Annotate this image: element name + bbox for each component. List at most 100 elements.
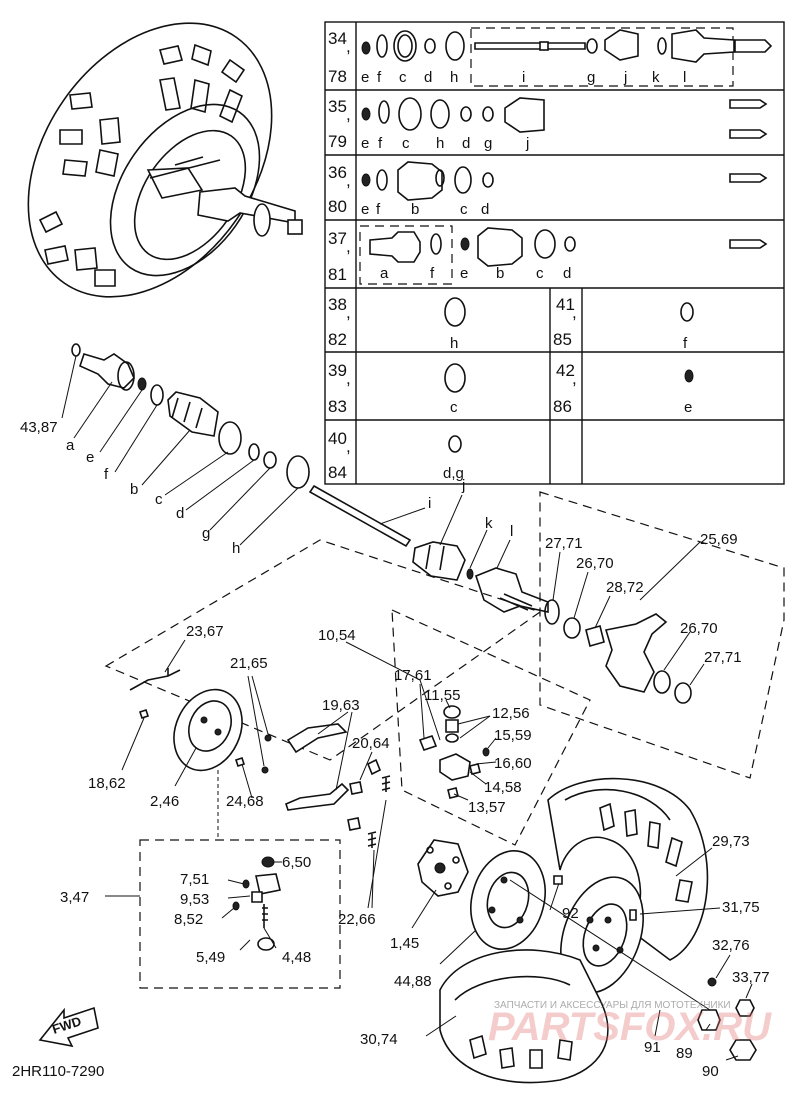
row-85-number: 85 xyxy=(553,330,572,349)
label-e: e xyxy=(86,449,94,466)
svg-text:,: , xyxy=(572,303,577,322)
label-15-59: 15,59 xyxy=(494,727,532,744)
row-79-number: 79 xyxy=(328,132,347,151)
svg-text:d,g: d,g xyxy=(443,465,464,482)
svg-text:i: i xyxy=(522,69,525,86)
svg-text:h: h xyxy=(450,69,458,86)
label-13-57: 13,57 xyxy=(468,799,506,816)
label-22-66: 22,66 xyxy=(338,911,376,928)
svg-text:,: , xyxy=(346,237,351,256)
row-39-number: 39 xyxy=(328,361,347,380)
label-h: h xyxy=(232,540,240,557)
label-11-55: 11,55 xyxy=(424,687,460,704)
row-41-number: 41 xyxy=(556,295,575,314)
row-34-parts: e f c d h i g j k l xyxy=(361,27,773,87)
svg-text:b: b xyxy=(496,265,504,282)
label-90: 90 xyxy=(702,1063,719,1080)
label-29-73: 29,73 xyxy=(712,833,750,850)
svg-text:g: g xyxy=(484,135,492,152)
row-82-number: 82 xyxy=(328,330,347,349)
row-81-number: 81 xyxy=(328,265,347,284)
svg-text:,: , xyxy=(346,369,351,388)
svg-text:,: , xyxy=(346,437,351,456)
svg-text:e: e xyxy=(361,201,369,218)
row-83-number: 83 xyxy=(328,397,347,416)
label-20-64: 20,64 xyxy=(352,735,390,752)
label-i: i xyxy=(428,495,431,512)
svg-text:a: a xyxy=(380,265,389,282)
label-c: c xyxy=(155,491,163,508)
label-25-69: 25,69 xyxy=(700,531,738,548)
svg-text:e: e xyxy=(684,399,692,416)
row-37-number: 37 xyxy=(328,229,347,248)
svg-text:f: f xyxy=(683,335,688,352)
svg-text:h: h xyxy=(450,335,458,352)
diagram-code: 2HR110-7290 xyxy=(12,1063,104,1080)
svg-text:f: f xyxy=(377,69,382,86)
label-l: l xyxy=(510,523,513,540)
svg-text:g: g xyxy=(587,69,595,86)
svg-text:c: c xyxy=(402,135,410,152)
label-43-87: 43,87 xyxy=(20,419,58,436)
label-12-56: 12,56 xyxy=(492,705,530,722)
svg-text:c: c xyxy=(460,201,468,218)
svg-text:b: b xyxy=(411,201,419,218)
label-k: k xyxy=(485,515,493,532)
row-34-number: 34 xyxy=(328,29,347,48)
svg-text:,: , xyxy=(346,37,351,56)
svg-text:,: , xyxy=(572,369,577,388)
svg-text:,: , xyxy=(346,171,351,190)
row-36-number: 36 xyxy=(328,163,347,182)
label-6-50: 6,50 xyxy=(282,854,311,871)
row-35-parts: e f c h d g j xyxy=(361,97,768,152)
label-44-88: 44,88 xyxy=(394,973,432,990)
adjuster-group: 3,47 6,50 7,51 9,53 8,52 5,49 4,48 xyxy=(60,770,341,989)
row-37-parts: a f e b c d xyxy=(359,225,768,285)
svg-text:c: c xyxy=(450,399,458,416)
svg-text:c: c xyxy=(399,69,407,86)
label-32-76: 32,76 xyxy=(712,937,750,954)
cam-lever-group: 10,54 17,61 11,55 12,56 15,59 16,60 14,5… xyxy=(318,609,591,846)
label-5-49: 5,49 xyxy=(196,949,225,966)
watermark: ЗАПЧАСТИ И АКСЕССУАРЫ ДЛЯ МОТОТЕХНИКИ PA… xyxy=(488,1000,772,1049)
label-21-65: 21,65 xyxy=(230,655,268,672)
front-tire-top xyxy=(27,22,303,298)
label-91: 91 xyxy=(644,1039,661,1056)
label-2-46: 2,46 xyxy=(150,793,179,810)
label-a: a xyxy=(66,437,75,454)
label-b: b xyxy=(130,481,138,498)
row-42-number: 42 xyxy=(556,361,575,380)
label-23-67: 23,67 xyxy=(186,623,224,640)
svg-text:,: , xyxy=(346,303,351,322)
svg-text:h: h xyxy=(436,135,444,152)
label-28-72: 28,72 xyxy=(606,579,644,596)
row-36-parts: e f b c d xyxy=(361,161,768,218)
row-78-number: 78 xyxy=(328,67,347,86)
svg-text:j: j xyxy=(525,135,529,152)
label-9-53: 9,53 xyxy=(180,891,209,908)
label-27-71-bottom: 27,71 xyxy=(704,649,742,666)
svg-text:d: d xyxy=(563,265,571,282)
label-33-77: 33,77 xyxy=(732,969,770,986)
svg-text:f: f xyxy=(376,201,381,218)
label-17-61: 17,61 xyxy=(394,667,432,684)
label-31-75: 31,75 xyxy=(722,899,760,916)
svg-text:f: f xyxy=(378,135,383,152)
label-8-52: 8,52 xyxy=(174,911,203,928)
knuckle-group: 25,69 27,71 26,70 28,72 26,70 27,71 xyxy=(539,491,785,779)
brake-assembly: 23,67 18,62 2,46 24,68 21,65 xyxy=(88,539,542,928)
svg-text:e: e xyxy=(460,265,468,282)
svg-text:f: f xyxy=(430,265,435,282)
row-35-number: 35 xyxy=(328,97,347,116)
label-7-51: 7,51 xyxy=(180,871,209,888)
label-19-63: 19,63 xyxy=(322,697,360,714)
label-j: j xyxy=(461,477,465,494)
label-4-48: 4,48 xyxy=(282,949,311,966)
label-g: g xyxy=(202,525,210,542)
label-10-54: 10,54 xyxy=(318,627,356,644)
label-89: 89 xyxy=(676,1045,693,1062)
label-26-70-bottom: 26,70 xyxy=(680,620,718,637)
label-f: f xyxy=(104,466,109,483)
label-18-62: 18,62 xyxy=(88,775,126,792)
